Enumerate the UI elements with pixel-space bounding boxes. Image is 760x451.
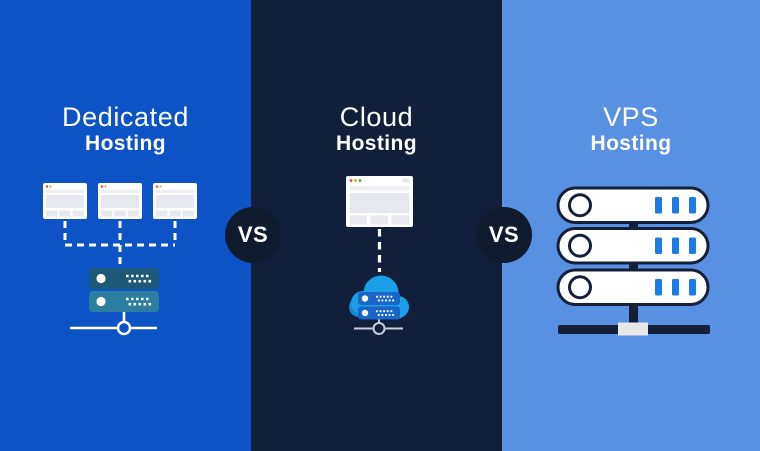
vps-hosting-illustration <box>556 186 710 336</box>
panel-title-line2: Hosting <box>85 132 166 155</box>
panel-title-line1: Dedicated <box>62 102 189 132</box>
vs-badge-label: VS <box>237 222 269 247</box>
dedicated-server-icon <box>89 268 159 312</box>
cloud-hosting-illustration <box>346 176 413 335</box>
network-node-icon <box>70 312 157 336</box>
browser-window-icon <box>98 183 142 219</box>
panel-title-line2: Hosting <box>336 132 417 155</box>
dedicated-hosting-illustration <box>43 183 197 336</box>
rack-unit <box>556 268 710 306</box>
vs-badge-label: VS <box>488 222 520 247</box>
panel-cloud-hosting: Cloud Hosting <box>251 0 502 451</box>
panel-dedicated-hosting: Dedicated Hosting <box>0 0 251 451</box>
cloud-server-icon <box>358 292 400 320</box>
rack-unit <box>556 227 710 265</box>
panel-title-vps: VPS Hosting <box>502 103 760 156</box>
rack-unit <box>556 186 710 224</box>
network-node-icon <box>354 319 403 335</box>
vs-badge: VS <box>225 207 281 263</box>
server-rack-icon <box>556 186 710 336</box>
vs-badge: VS <box>476 207 532 263</box>
panel-title-cloud: Cloud Hosting <box>251 103 502 156</box>
panel-title-dedicated: Dedicated Hosting <box>0 103 251 156</box>
browser-window-icon <box>346 176 413 227</box>
dashed-connector <box>63 221 177 268</box>
browser-window-icon <box>153 183 197 219</box>
browser-window-icon <box>43 183 87 219</box>
panel-title-line1: Cloud <box>339 102 414 132</box>
panel-vps-hosting: VPS Hosting <box>502 0 760 451</box>
panel-title-line1: VPS <box>603 102 659 132</box>
panel-title-line2: Hosting <box>590 132 672 155</box>
